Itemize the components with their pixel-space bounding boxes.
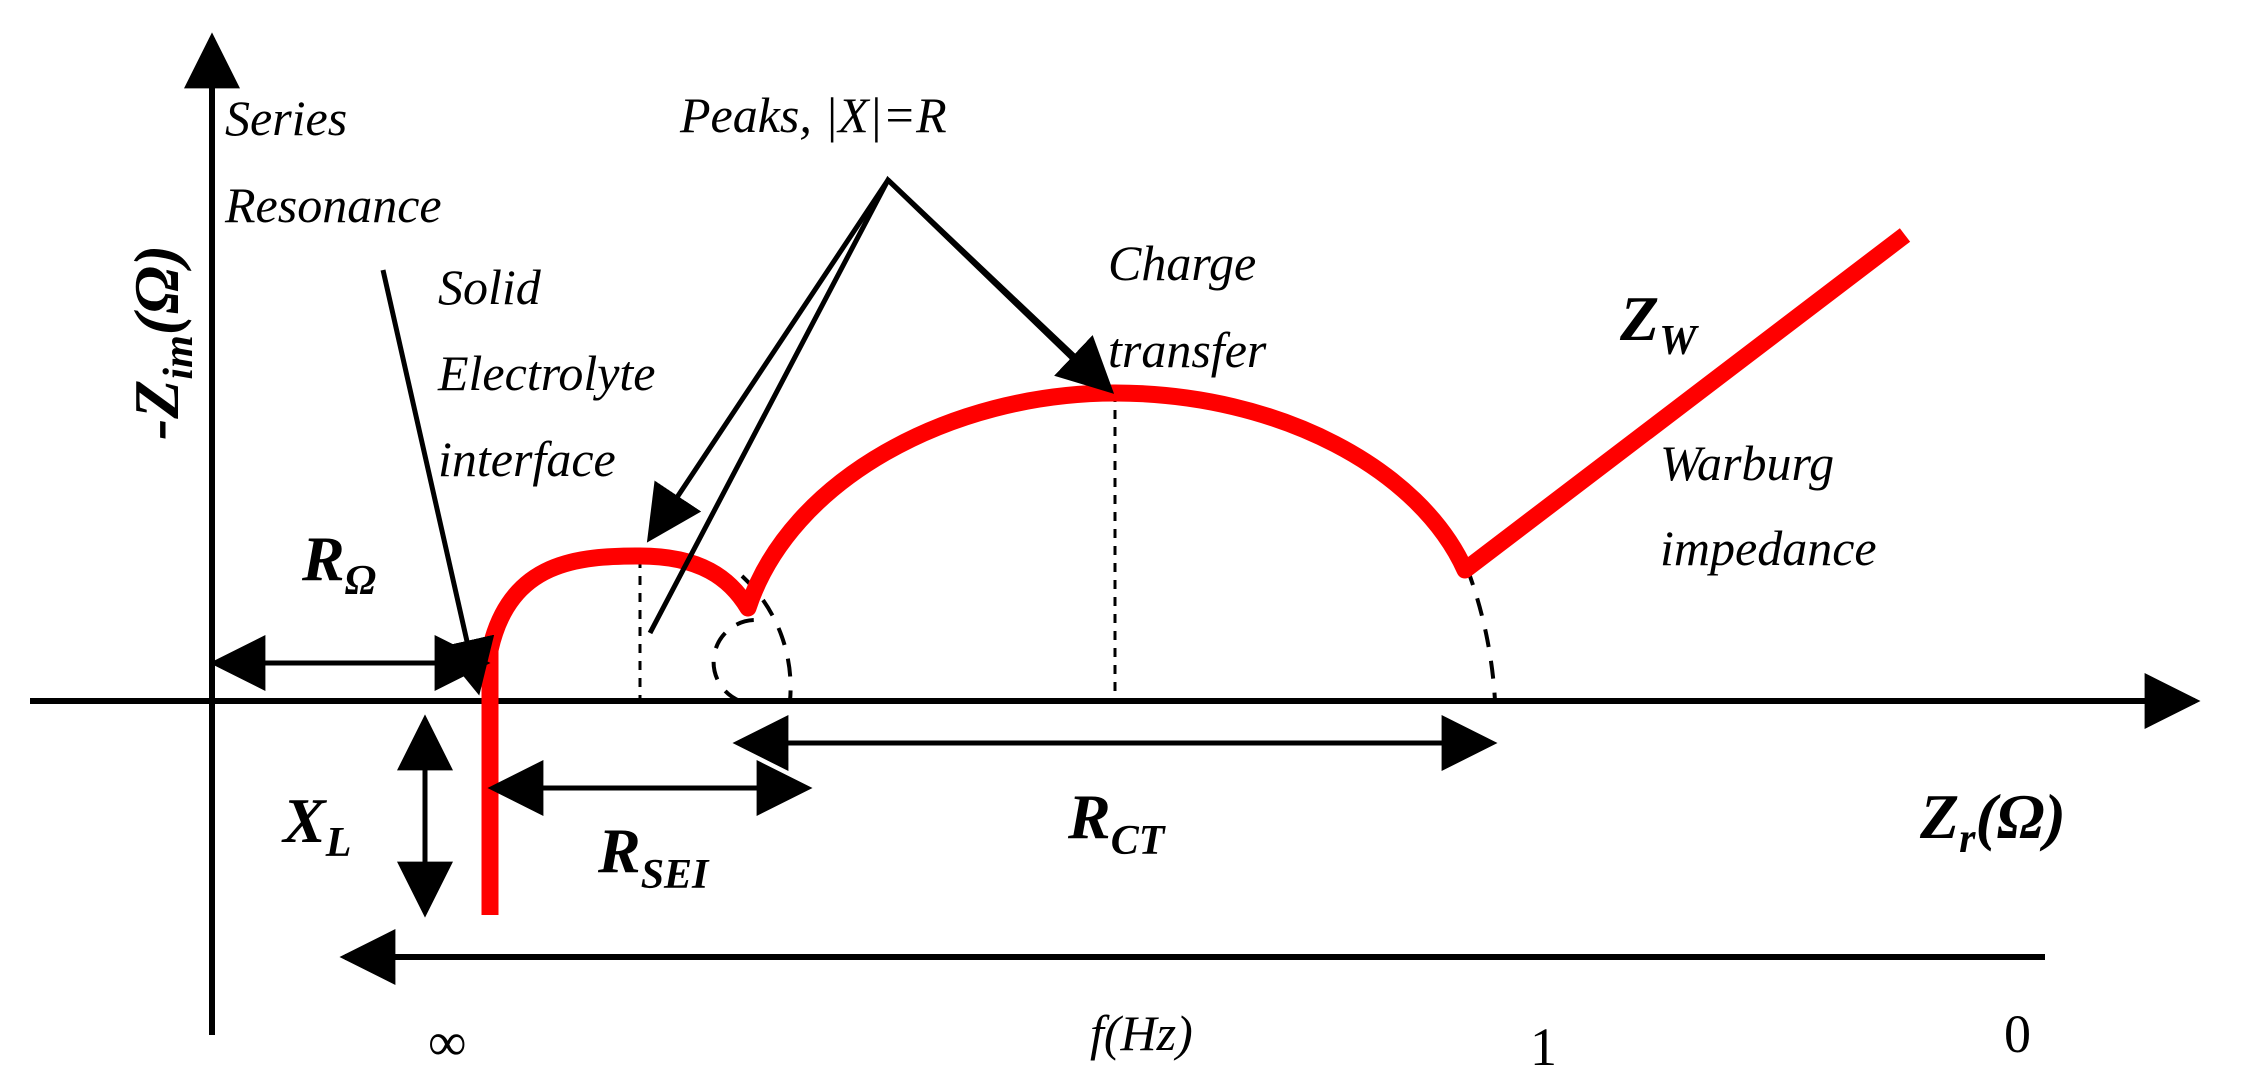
- freq-mark-one: 1: [1530, 1017, 1557, 1077]
- r-ct-label: RCT: [1067, 781, 1167, 864]
- zw-label: ZW: [1619, 283, 1699, 364]
- warburg-label: Warburg impedance: [1660, 435, 1877, 576]
- peaks-pointer-ct: [886, 178, 1115, 394]
- freq-mark-infinity: ∞: [428, 1012, 467, 1072]
- peaks-pointer-sei: [646, 178, 891, 543]
- frequency-label: f(Hz): [1090, 1005, 1193, 1061]
- peaks-label: Peaks, |X|=R: [679, 87, 947, 143]
- r-sei-label: RSEI: [597, 815, 710, 898]
- sei-label: Solid Electrolyte interface: [437, 259, 668, 487]
- y-axis-label: -Zim(Ω): [121, 245, 202, 440]
- series-resonance-pointer: [380, 269, 495, 696]
- ct-dashed-arc-left: [711, 618, 756, 703]
- charge-transfer-label: Charge transfer: [1108, 235, 1269, 378]
- impedance-curve: [481, 228, 1911, 915]
- x-l-label: XL: [281, 785, 351, 866]
- freq-mark-zero: 0: [2004, 1004, 2031, 1064]
- x-axis-label: Zr(Ω): [1919, 781, 2066, 862]
- ct-dashed-arc-right: [1465, 567, 1497, 702]
- r-omega-label: RΩ: [301, 523, 376, 604]
- series-resonance-label: Series Resonance: [224, 90, 442, 233]
